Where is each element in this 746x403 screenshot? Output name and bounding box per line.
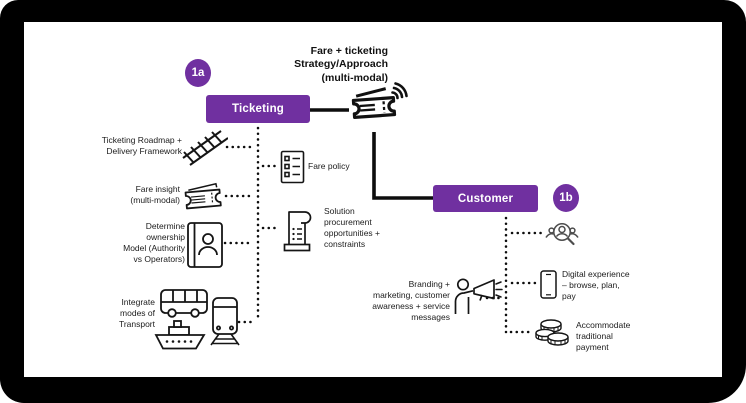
transport-modes-icon — [152, 287, 240, 353]
label-digital-experience: Digital experience – browse, plan, pay — [562, 269, 630, 302]
contactless-ticket-icon — [346, 82, 408, 126]
label-ownership-model: Determine ownership Model (Authority vs … — [123, 221, 185, 265]
railway-track-icon — [182, 130, 228, 166]
checklist-icon — [280, 150, 305, 184]
customer-box: Customer — [433, 185, 538, 212]
label-ticketing-roadmap: Ticketing Roadmap + Delivery Framework — [101, 135, 182, 157]
badge-1a: 1a — [185, 59, 211, 87]
ticketing-box: Ticketing — [206, 95, 310, 123]
label-solution-procurement: Solution procurement opportunities + con… — [324, 206, 380, 250]
scroll-icon — [280, 208, 315, 253]
label-branding-marketing: Branding + marketing, customer awareness… — [372, 279, 450, 323]
diagram-title: Fare + ticketing Strategy/Approach (mult… — [294, 45, 388, 84]
solid-link-customer — [372, 132, 433, 200]
label-fare-insight: Fare insight (multi-modal) — [130, 184, 180, 206]
smartphone-icon — [540, 270, 557, 299]
label-traditional-payment: Accommodate traditional payment — [576, 320, 631, 353]
label-fare-policy: Fare policy — [308, 161, 350, 171]
label-integrate-transport: Integrate modes of Transport — [118, 297, 155, 330]
megaphone-icon — [452, 277, 508, 315]
coins-icon — [534, 318, 572, 346]
badge-1b: 1b — [553, 184, 579, 212]
contact-book-icon — [186, 221, 224, 269]
customer-research-icon — [544, 220, 580, 248]
ticket-icon — [182, 181, 224, 211]
dotted-links — [223, 126, 543, 334]
